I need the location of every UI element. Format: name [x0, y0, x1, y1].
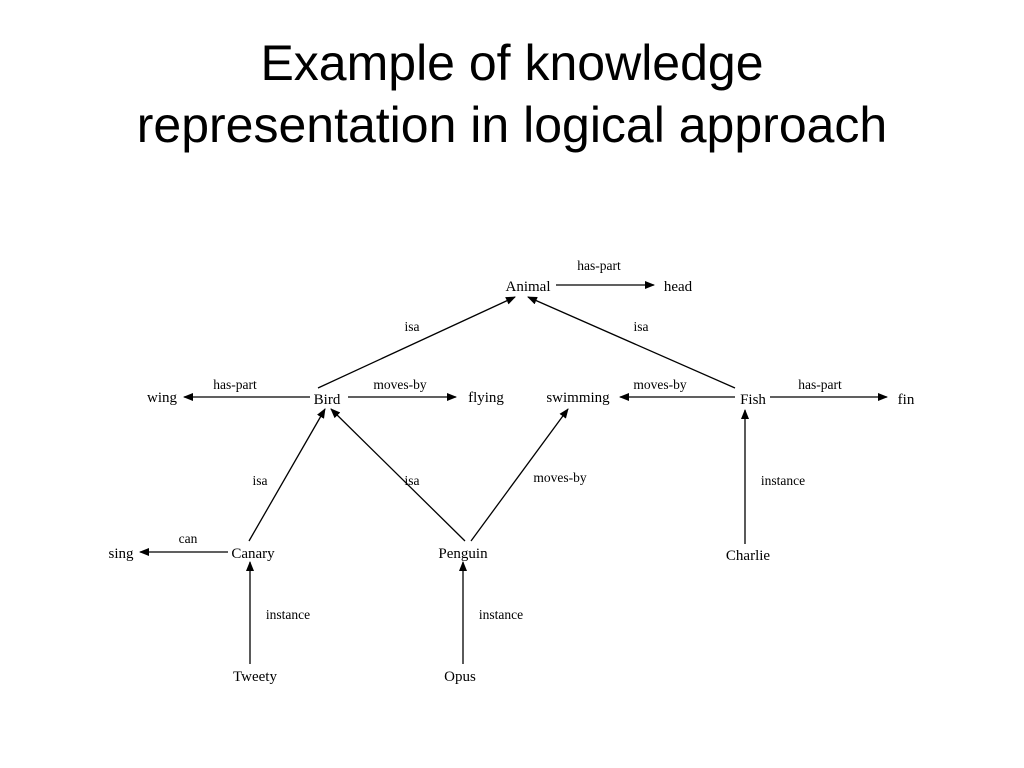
node-bird: Bird	[314, 392, 341, 408]
node-fish: Fish	[740, 392, 766, 408]
node-opus: Opus	[444, 669, 476, 685]
edge-label-opus-instance-penguin: instance	[479, 607, 523, 622]
edge-bird-isa-animal	[317, 296, 516, 389]
node-penguin: Penguin	[438, 546, 488, 562]
edge-label-penguin-moves-by-swimming: moves-by	[533, 470, 586, 485]
edge-label-fish-moves-by-swimming: moves-by	[633, 377, 686, 392]
edge-label-animal-has-part-head: has-part	[577, 258, 621, 273]
slide-title-line-2: representation in logical approach	[136, 97, 888, 153]
edge-label-canary-can-sing: can	[179, 531, 198, 546]
node-tweety: Tweety	[233, 669, 277, 685]
edge-fish-isa-animal	[527, 296, 736, 389]
edge-penguin-isa-bird	[330, 408, 466, 542]
edge-penguin-moves-by-swimming	[470, 408, 569, 542]
edges-layer	[139, 281, 888, 664]
node-charlie: Charlie	[726, 548, 770, 564]
node-animal: Animal	[506, 279, 551, 295]
node-head: head	[664, 279, 693, 295]
edge-labels-layer: has-part isa isa has-part moves-by moves-by ha…	[179, 258, 842, 622]
edge-label-tweety-instance-canary: instance	[266, 607, 310, 622]
edge-label-bird-moves-by-flying: moves-by	[373, 377, 426, 392]
edge-label-bird-has-part-wing: has-part	[213, 377, 257, 392]
edge-label-penguin-isa-bird: isa	[405, 473, 420, 488]
node-wing: wing	[147, 390, 178, 406]
node-fin: fin	[898, 392, 915, 408]
edge-label-fish-isa-animal: isa	[634, 319, 649, 334]
node-sing: sing	[108, 546, 134, 562]
edge-canary-isa-bird	[248, 408, 326, 542]
edge-label-bird-isa-animal: isa	[405, 319, 420, 334]
node-canary: Canary	[231, 546, 275, 562]
edge-label-canary-isa-bird: isa	[253, 473, 268, 488]
slide-title: Example of knowledge representation in l…	[0, 32, 1024, 156]
node-swimming: swimming	[546, 390, 610, 406]
slide-title-line-1: Example of knowledge	[260, 35, 764, 91]
edge-label-charlie-instance-fish: instance	[761, 473, 805, 488]
edge-label-fish-has-part-fin: has-part	[798, 377, 842, 392]
node-flying: flying	[468, 390, 504, 406]
